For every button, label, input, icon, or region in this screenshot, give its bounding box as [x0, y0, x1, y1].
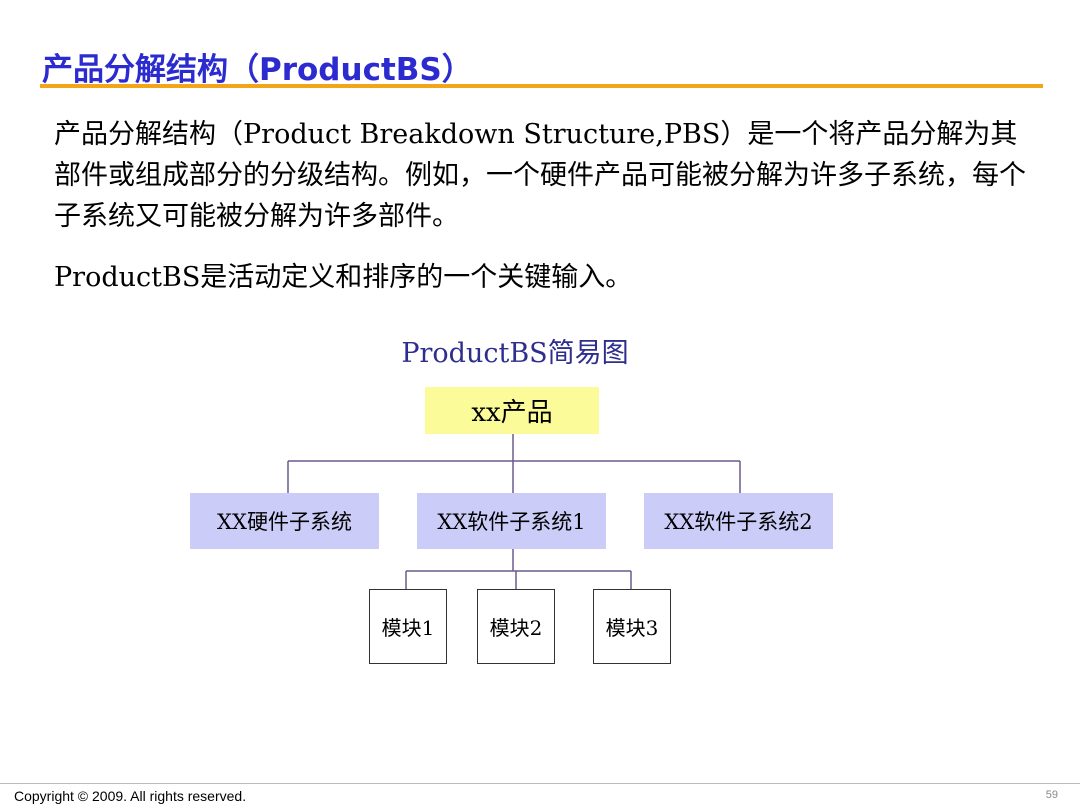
diagram-title: ProductBS简易图 — [401, 338, 629, 369]
subsystem-node-hardware: XX硬件子系统 — [190, 493, 379, 549]
body-paragraph-2: ProductBS是活动定义和排序的一个关键输入。 — [54, 262, 633, 293]
footer-divider — [0, 783, 1080, 784]
slide-title: 产品分解结构（ProductBS） — [42, 52, 473, 88]
module-node-2: 模块2 — [477, 589, 555, 664]
title-underline — [40, 84, 1043, 88]
body-paragraph-1: 产品分解结构（Product Breakdown Structure,PBS）是… — [54, 119, 1026, 232]
page-number: 59 — [1045, 789, 1058, 801]
root-node: xx产品 — [425, 387, 599, 434]
module-node-3: 模块3 — [593, 589, 671, 664]
subsystem-node-software-1: XX软件子系统1 — [417, 493, 606, 549]
subsystem-node-software-2: XX软件子系统2 — [644, 493, 833, 549]
copyright-text: Copyright © 2009. All rights reserved. — [14, 788, 247, 804]
module-node-1: 模块1 — [369, 589, 447, 664]
